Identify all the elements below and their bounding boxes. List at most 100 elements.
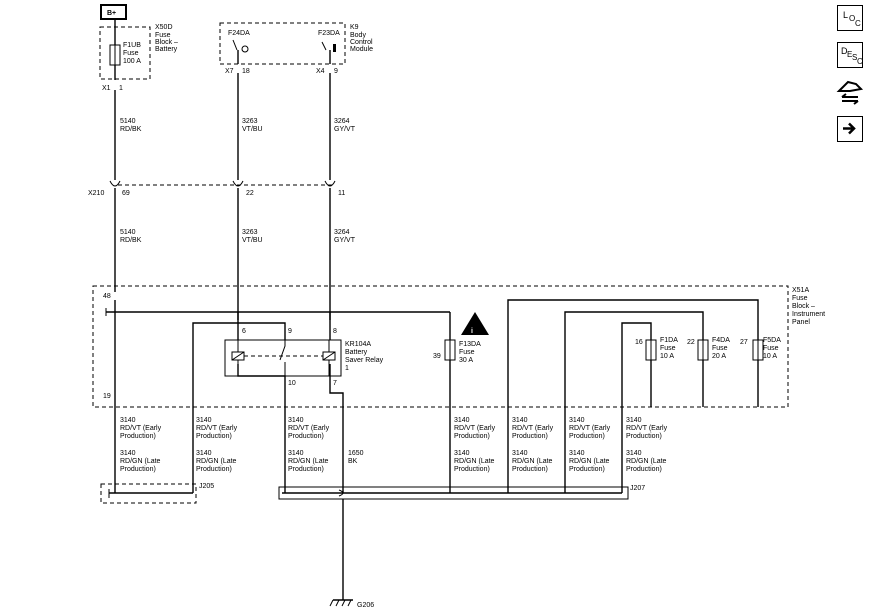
description-button[interactable]: D E S C [837, 42, 863, 68]
j205-id: J205 [199, 483, 214, 490]
desc-letter-c: C [857, 57, 863, 66]
x51a-name-1: Fuse [792, 295, 808, 302]
wire-3140-labels: 3140 RD/VT (Early Production) 3140 RD/GN… [120, 417, 668, 473]
f1ub-rating: 100 A [123, 58, 141, 65]
relay-id: KR104A [345, 341, 371, 348]
location-button[interactable]: L O C [837, 5, 863, 31]
wire-5140-color-mid: RD/BK [120, 237, 142, 244]
w3140-e-num2: 3140 [512, 450, 528, 457]
f13da-pin: 39 [433, 353, 441, 360]
x50d-name-1: Fuse [155, 32, 171, 39]
desc-letter-s: S [852, 53, 858, 62]
x51a-pin48: 48 [103, 293, 111, 300]
f1da-id: F1DA [660, 337, 678, 344]
w3140-b-early: RD/VT (Early [196, 425, 238, 432]
x210-pin69: 69 [122, 190, 130, 197]
w3140-b-prod2: Production) [196, 466, 232, 473]
wire-5140-num-top: 5140 [120, 118, 136, 125]
wire-3140-label-f: 3140 RD/VT (Early Production) 3140 RD/GN… [569, 417, 611, 473]
next-page-button[interactable] [837, 116, 863, 142]
w3140-c-early: RD/VT (Early [288, 425, 330, 432]
w3140-g-num: 3140 [626, 417, 642, 424]
wire-3263-color-mid: VT/BU [242, 237, 263, 244]
loc-letter-c: C [855, 19, 861, 28]
wire-3264-color-top: GY/VT [334, 126, 356, 133]
x51a-name-2: Block – [792, 303, 815, 310]
w1650-num: 1650 [348, 450, 364, 457]
k9-x4: X4 [316, 68, 325, 75]
w3140-e-late: RD/GN (Late [512, 458, 553, 465]
f13da-type: Fuse [459, 349, 475, 356]
j207-id: J207 [630, 485, 645, 492]
loc-letter-o: O [849, 14, 856, 23]
arrow-right-icon [843, 122, 856, 135]
battery-saver-relay: 6 9 8 10 7 KR104A Battery Saver Relay 1 [224, 328, 384, 387]
w3140-c-late: RD/GN (Late [288, 458, 329, 465]
f1ub-type: Fuse [123, 50, 139, 57]
w3140-g-prod: Production) [626, 433, 662, 440]
relay-pin9: 9 [288, 328, 292, 335]
w3140-f-prod: Production) [569, 433, 605, 440]
w3140-b-num: 3140 [196, 417, 212, 424]
w3140-a-early: RD/VT (Early [120, 425, 162, 432]
w3140-g-late: RD/GN (Late [626, 458, 667, 465]
x50d-id: X50D [155, 24, 173, 31]
f5da-rating: 10 A [763, 353, 777, 360]
w3140-e-prod: Production) [512, 433, 548, 440]
wire-3263-num-top: 3263 [242, 118, 258, 125]
k9-id: K9 [350, 24, 359, 31]
w3140-c-num2: 3140 [288, 450, 304, 457]
w3140-a-prod: Production) [120, 433, 156, 440]
w3140-a-prod2: Production) [120, 466, 156, 473]
w3140-d-num2: 3140 [454, 450, 470, 457]
w3140-f-early: RD/VT (Early [569, 425, 611, 432]
w3140-a-late: RD/GN (Late [120, 458, 161, 465]
wire-3140-label-a: 3140 RD/VT (Early Production) 3140 RD/GN… [120, 417, 162, 473]
w3140-b-late: RD/GN (Late [196, 458, 237, 465]
x50d-name-2: Block – [155, 39, 178, 46]
w3140-e-early: RD/VT (Early [512, 425, 554, 432]
wire-3263-color-top: VT/BU [242, 126, 263, 133]
wire-3140-label-c: 3140 RD/VT (Early Production) 3140 RD/GN… [288, 417, 330, 473]
wire-5140-color-top: RD/BK [120, 126, 142, 133]
battery-terminal: B+ [100, 4, 127, 20]
fuse-f1da: F1DA Fuse 10 A 16 [635, 337, 678, 407]
f1ub-id: F1UB [123, 42, 141, 49]
f5da-type: Fuse [763, 345, 779, 352]
connector-view-button[interactable] [836, 79, 864, 107]
w3140-f-late: RD/GN (Late [569, 458, 610, 465]
relay-name-1: Battery [345, 349, 368, 356]
connector-view-icon [836, 80, 864, 105]
wire-3140-label-e: 3140 RD/VT (Early Production) 3140 RD/GN… [512, 417, 554, 473]
fuse-block-x50d: X50D Fuse Block – Battery F1UB Fuse 100 … [99, 19, 178, 92]
w3140-a-num2: 3140 [120, 450, 136, 457]
w3140-c-prod: Production) [288, 433, 324, 440]
w3140-b-prod: Production) [196, 433, 232, 440]
fuse-f13da: F13DA Fuse 30 A 39 [433, 339, 481, 493]
wire-3264-num-mid: 3264 [334, 229, 350, 236]
fuse-f4da: F4DA Fuse 20 A 22 [687, 337, 730, 407]
desc-letter-e: E [847, 50, 853, 59]
w3140-d-early: RD/VT (Early [454, 425, 496, 432]
k9-x7: X7 [225, 68, 234, 75]
f4da-rating: 20 A [712, 353, 726, 360]
wire-3140-label-b: 3140 RD/VT (Early Production) 3140 RD/GN… [196, 417, 238, 473]
f4da-id: F4DA [712, 337, 730, 344]
w3140-a-num: 3140 [120, 417, 136, 424]
w3140-f-prod2: Production) [569, 466, 605, 473]
f13da-rating: 30 A [459, 357, 473, 364]
splice-j205: J205 [100, 483, 214, 504]
w3140-d-prod2: Production) [454, 466, 490, 473]
wire-3140-label-g: 3140 RD/VT (Early Production) 3140 RD/GN… [626, 417, 668, 473]
info-warning-icon: i [461, 312, 489, 335]
f13da-id: F13DA [459, 341, 481, 348]
wire-1650-label: 1650 BK [348, 450, 364, 465]
w3140-e-num: 3140 [512, 417, 528, 424]
f24da-label: F24DA [228, 30, 250, 37]
svg-text:i: i [471, 328, 473, 335]
relay-pin6: 6 [242, 328, 246, 335]
relay-name-2: Saver Relay [345, 357, 384, 364]
k9-name-3: Module [350, 46, 373, 53]
wire-3263-num-mid: 3263 [242, 229, 258, 236]
